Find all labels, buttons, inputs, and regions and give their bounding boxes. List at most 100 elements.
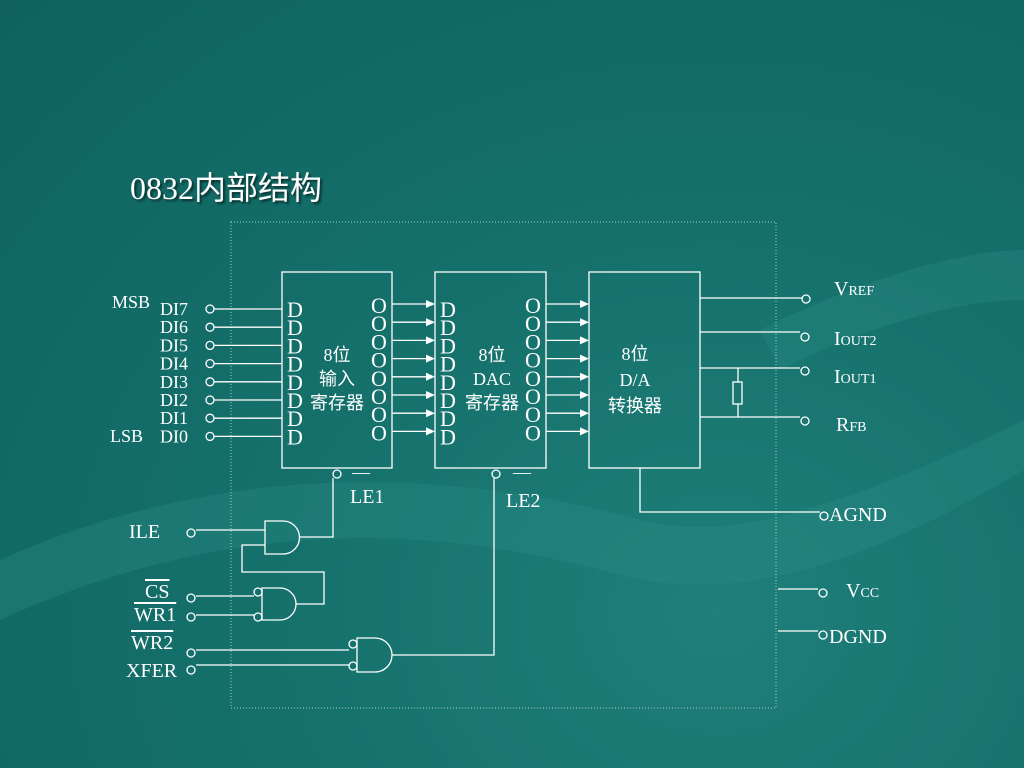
input-register-name-line2: 输入 — [319, 369, 355, 389]
latch2-o-letter: O — [525, 366, 541, 391]
input-pin — [205, 358, 215, 369]
dac-register-name-line2: DAC — [473, 369, 511, 389]
bus-arrow — [580, 336, 589, 345]
input-register-name-line3: 寄存器 — [310, 393, 364, 413]
le2-label: LE2 — [506, 490, 540, 512]
converter-name-line3: 转换器 — [608, 396, 662, 416]
and-gate-2 — [261, 587, 297, 621]
bus-arrow — [580, 300, 589, 308]
input-pin-label: DI1 — [160, 408, 188, 428]
latch2-d-letter: D — [440, 370, 456, 395]
and-gate-3-xfer-bubble — [348, 661, 358, 671]
le1-bar: — — [351, 462, 371, 482]
bus-arrow — [426, 318, 435, 327]
latch1-d-letter: D — [287, 333, 303, 358]
latch2-d-letter: D — [440, 297, 456, 322]
latch2-o-letter: O — [525, 293, 541, 318]
le2-pin — [491, 469, 501, 479]
latch1-d-letter: D — [287, 352, 303, 377]
cs-label: CS — [145, 581, 169, 603]
latch1-o-letter: O — [371, 384, 387, 409]
latch2-o-letter: O — [525, 420, 541, 445]
input-pin — [205, 413, 215, 423]
page-title: 0832内部结构 — [130, 170, 323, 206]
latch1-d-letter: D — [287, 424, 303, 449]
and-gate-1 — [264, 520, 301, 555]
wr2-pin — [186, 648, 196, 658]
rfb-label: RFB — [836, 414, 866, 436]
latch2-o-letter: O — [525, 311, 541, 336]
iout1-label: IOUT1 — [834, 366, 876, 388]
latch1-d-letter: D — [287, 297, 303, 322]
bus-arrow — [580, 372, 589, 381]
latch2-d-letter: D — [440, 352, 456, 377]
agnd-label: AGND — [829, 504, 887, 526]
and-gate-3-wr2-bubble — [348, 639, 358, 649]
input-pin — [205, 340, 215, 351]
and-gate-3 — [356, 637, 393, 673]
latch1-o-letter: O — [371, 366, 387, 391]
le2-wire — [392, 478, 495, 656]
gate2-to-gate1-wire — [241, 544, 325, 605]
latch2-d-letter: D — [440, 388, 456, 413]
dgnd-label: DGND — [829, 626, 887, 648]
latch1-o-letter: O — [371, 329, 387, 354]
converter-name-line1: 8位 — [622, 344, 649, 364]
dac-register-box — [434, 271, 547, 469]
ile-pin — [186, 528, 196, 538]
latch1-d-letter: D — [287, 315, 303, 340]
iout1-pin — [800, 366, 810, 376]
input-pin-label: DI4 — [160, 354, 188, 374]
bus-arrow — [426, 391, 435, 399]
dgnd-pin — [818, 630, 828, 640]
latch2-d-letter: D — [440, 406, 456, 431]
le1-pin — [332, 469, 342, 479]
latch1-o-letter: O — [371, 293, 387, 318]
latch2-o-letter: O — [525, 348, 541, 373]
latch1-o-letter: O — [371, 311, 387, 336]
dac-register-name-line1: 8位 — [479, 345, 506, 365]
wr2-label: WR2 — [131, 632, 173, 654]
feedback-resistor — [732, 381, 743, 405]
iout2-pin — [800, 332, 810, 342]
le2-bar: — — [512, 462, 532, 482]
input-pin-label: DI3 — [160, 372, 188, 392]
input-pin — [205, 322, 215, 332]
input-pin — [205, 395, 215, 405]
bus-arrow — [580, 427, 589, 436]
vcc-pin — [818, 588, 828, 598]
bus-arrow — [580, 318, 589, 327]
latch1-d-letter: D — [287, 388, 303, 413]
bus-arrow — [426, 354, 435, 363]
input-pin-label: DI2 — [160, 390, 188, 410]
input-pin-label: DI5 — [160, 335, 188, 355]
chip-outline — [230, 221, 777, 709]
da-converter-box — [588, 271, 701, 469]
latch1-o-letter: O — [371, 420, 387, 445]
agnd-wire — [639, 468, 820, 513]
latch2-d-letter: D — [440, 424, 456, 449]
latch1-d-letter: D — [287, 406, 303, 431]
dac-register-name-line3: 寄存器 — [465, 393, 519, 413]
bus-arrow — [426, 409, 435, 418]
latch2-o-letter: O — [525, 384, 541, 409]
bus-arrow — [580, 354, 589, 363]
input-register-box — [281, 271, 393, 469]
background-swoosh — [760, 250, 1024, 370]
vref-pin — [801, 294, 811, 304]
latch1-d-letter: D — [287, 370, 303, 395]
and-gate-2-wr1-bubble — [253, 612, 263, 622]
le1-label: LE1 — [350, 486, 384, 508]
vcc-label: VCC — [846, 580, 879, 602]
bus-arrow — [426, 336, 435, 345]
latch2-d-letter: D — [440, 315, 456, 340]
input-pin-label: DI0 — [160, 426, 188, 446]
input-pin-label: DI6 — [160, 317, 188, 337]
iout2-label: IOUT2 — [834, 328, 876, 350]
input-pin — [205, 304, 215, 314]
xfer-label: XFER — [126, 660, 178, 682]
input-pin-label: DI7 — [160, 299, 188, 319]
agnd-pin — [819, 511, 829, 521]
bus-arrow — [426, 372, 435, 381]
